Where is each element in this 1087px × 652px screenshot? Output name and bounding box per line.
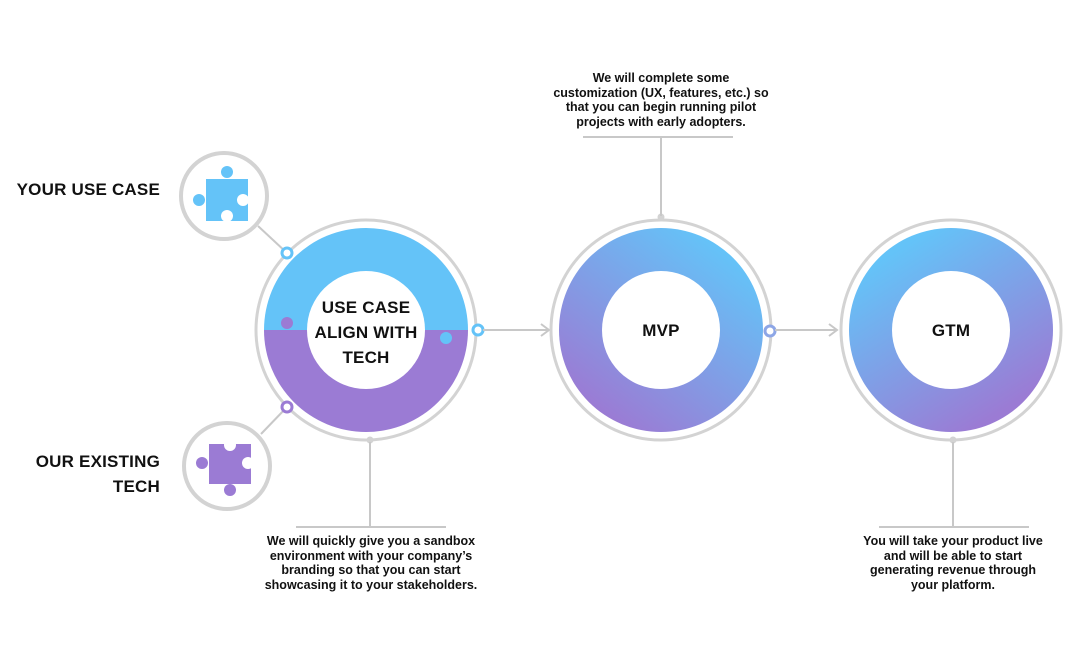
leader-gtm	[879, 442, 1029, 528]
stage-align-label-line: USE CASE	[321, 297, 411, 317]
puzzle-piece-icon	[193, 166, 249, 222]
description-line: that you can begin running pilot	[565, 100, 757, 114]
description-line: We will complete some	[592, 71, 730, 85]
description-line: generating revenue through	[870, 563, 1036, 577]
stage-align-label-line: ALIGN WITH	[314, 322, 418, 342]
stage-mvp-description: We will complete some customization (UX,…	[526, 71, 796, 129]
existing-tech-label: OUR EXISTING TECH	[0, 449, 160, 499]
stage-gtm-ring	[839, 218, 1063, 444]
existing-tech-input-node	[182, 421, 272, 511]
stage-align-label: USE CASE ALIGN WITH TECH	[296, 294, 436, 370]
use-case-label: YOUR USE CASE	[0, 177, 160, 202]
stage-gtm-label-line: GTM	[931, 320, 971, 340]
use-case-input-node	[179, 151, 269, 241]
description-line: and will be able to start	[883, 548, 1023, 563]
stage-align-description: We will quickly give you a sandbox envir…	[236, 534, 506, 592]
use-case-label-line: YOUR USE CASE	[16, 180, 160, 199]
description-line: customization (UX, features, etc.) so	[553, 85, 769, 100]
connector-use-case	[257, 225, 288, 254]
description-line: showcasing it to your stakeholders.	[264, 577, 478, 592]
puzzle-piece-icon	[196, 439, 254, 496]
stage-mvp-label: MVP	[601, 316, 721, 344]
description-line: We will quickly give you a sandbox	[266, 534, 476, 548]
leader-mvp	[583, 136, 733, 216]
description-line: your platform.	[910, 577, 996, 592]
existing-tech-label-line: TECH	[112, 477, 160, 496]
stage-mvp-ring	[549, 213, 777, 442]
description-line: You will take your product live	[863, 534, 1043, 548]
description-line: projects with early adopters.	[576, 114, 746, 129]
stage-align-ring	[254, 218, 485, 444]
description-line: environment with your company’s	[269, 548, 473, 563]
stage-align-label-line: TECH	[342, 347, 390, 367]
stage-gtm-label: GTM	[891, 316, 1011, 344]
stage-mvp-label-line: MVP	[642, 320, 680, 340]
existing-tech-label-line: OUR EXISTING	[35, 452, 160, 471]
leader-align	[296, 442, 446, 528]
arrow-mvp-to-gtm	[775, 323, 839, 337]
arrow-align-to-mvp	[483, 323, 551, 337]
stage-gtm-description: You will take your product live and will…	[833, 534, 1073, 592]
description-line: branding so that you can start	[281, 563, 461, 577]
